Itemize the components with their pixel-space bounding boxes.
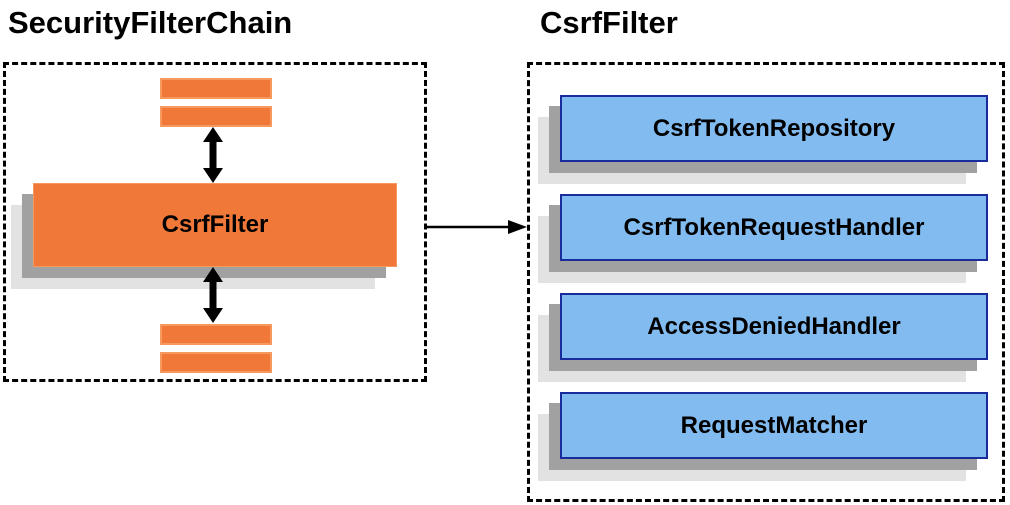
placeholder-filter-bar [160,324,272,345]
component-box-access-denied-handler: AccessDeniedHandler [560,293,988,360]
csrf-filter-title: CsrfFilter [540,5,678,40]
flow-arrow-icon [425,220,527,234]
component-box-csrf-token-repository: CsrfTokenRepository [560,95,988,162]
component-box-csrf-token-request-handler: CsrfTokenRequestHandler [560,194,988,261]
csrf-filter-node-label: CsrfFilter [161,211,269,238]
placeholder-filter-bar [160,352,272,373]
placeholder-filter-bar [160,78,272,99]
bidirectional-arrow-icon [203,267,223,323]
security-filter-chain-panel [3,62,427,382]
csrf-filter-panel [527,62,1005,502]
security-filter-chain-title: SecurityFilterChain [8,5,293,40]
component-box-request-matcher: RequestMatcher [560,392,988,459]
component-label: CsrfTokenRequestHandler [623,213,925,241]
component-label: CsrfTokenRepository [652,114,896,142]
component-label: RequestMatcher [680,411,868,439]
bidirectional-arrow-icon [203,127,223,183]
csrf-filter-node: CsrfFilter [33,183,397,267]
placeholder-filter-bar [160,106,272,127]
component-label: AccessDeniedHandler [647,312,901,340]
